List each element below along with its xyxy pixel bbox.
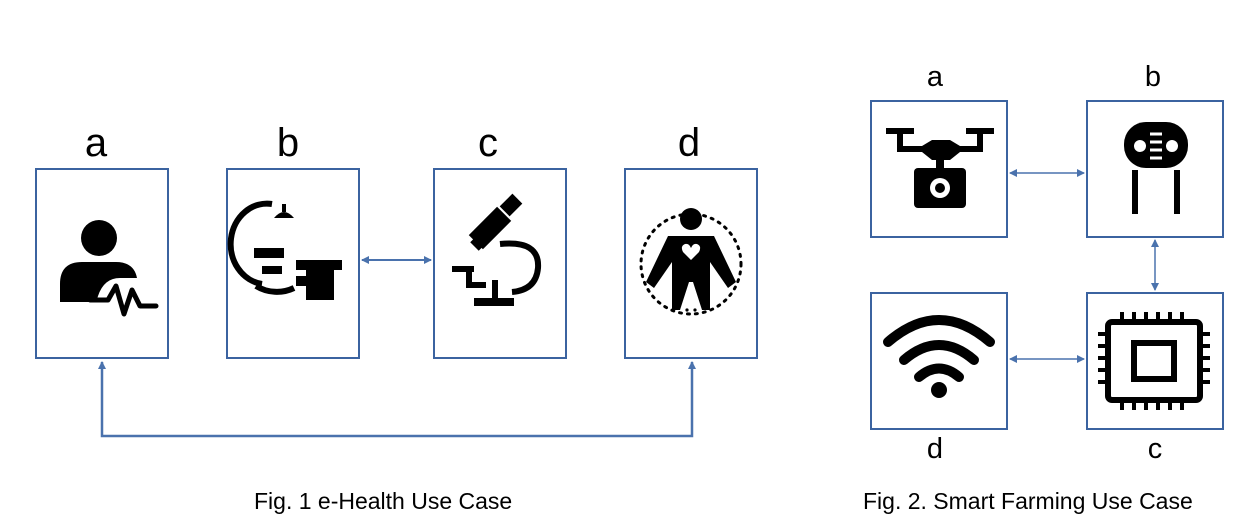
fig2-box-b [1086,100,1224,238]
fig2-box-a [870,100,1008,238]
fig1-caption: Fig. 1 e-Health Use Case [254,488,513,514]
ct-scanner-icon [227,200,342,300]
fig2-box-d [870,292,1008,430]
fig1-arrow-a-d [98,361,696,438]
fig1-box-c [433,168,567,359]
fig2-label-c: c [1147,433,1163,465]
microscope-icon [452,193,542,306]
fig1-label-b: b [276,121,300,165]
camera-drone-icon [886,128,994,208]
fig1-label-a: a [84,121,108,165]
light-sensor-icon [1124,122,1188,214]
chip-pins-top [1120,312,1184,322]
wifi-icon [883,315,995,398]
fig1-label-c: c [478,121,498,165]
chip-pins-bottom [1120,400,1184,410]
fig2-label-a: a [926,61,944,93]
fig2-label-d: d [926,433,944,465]
chip-pins-right [1200,332,1210,384]
microchip-icon [1098,312,1210,410]
fig2-caption: Fig. 2. Smart Farming Use Case [863,488,1193,514]
fig1-label-d: d [677,121,701,165]
chip-pins-left [1098,332,1108,384]
body-heart-icon [639,208,743,316]
patient-monitor-icon [60,220,159,317]
fig2-label-b: b [1144,61,1162,93]
